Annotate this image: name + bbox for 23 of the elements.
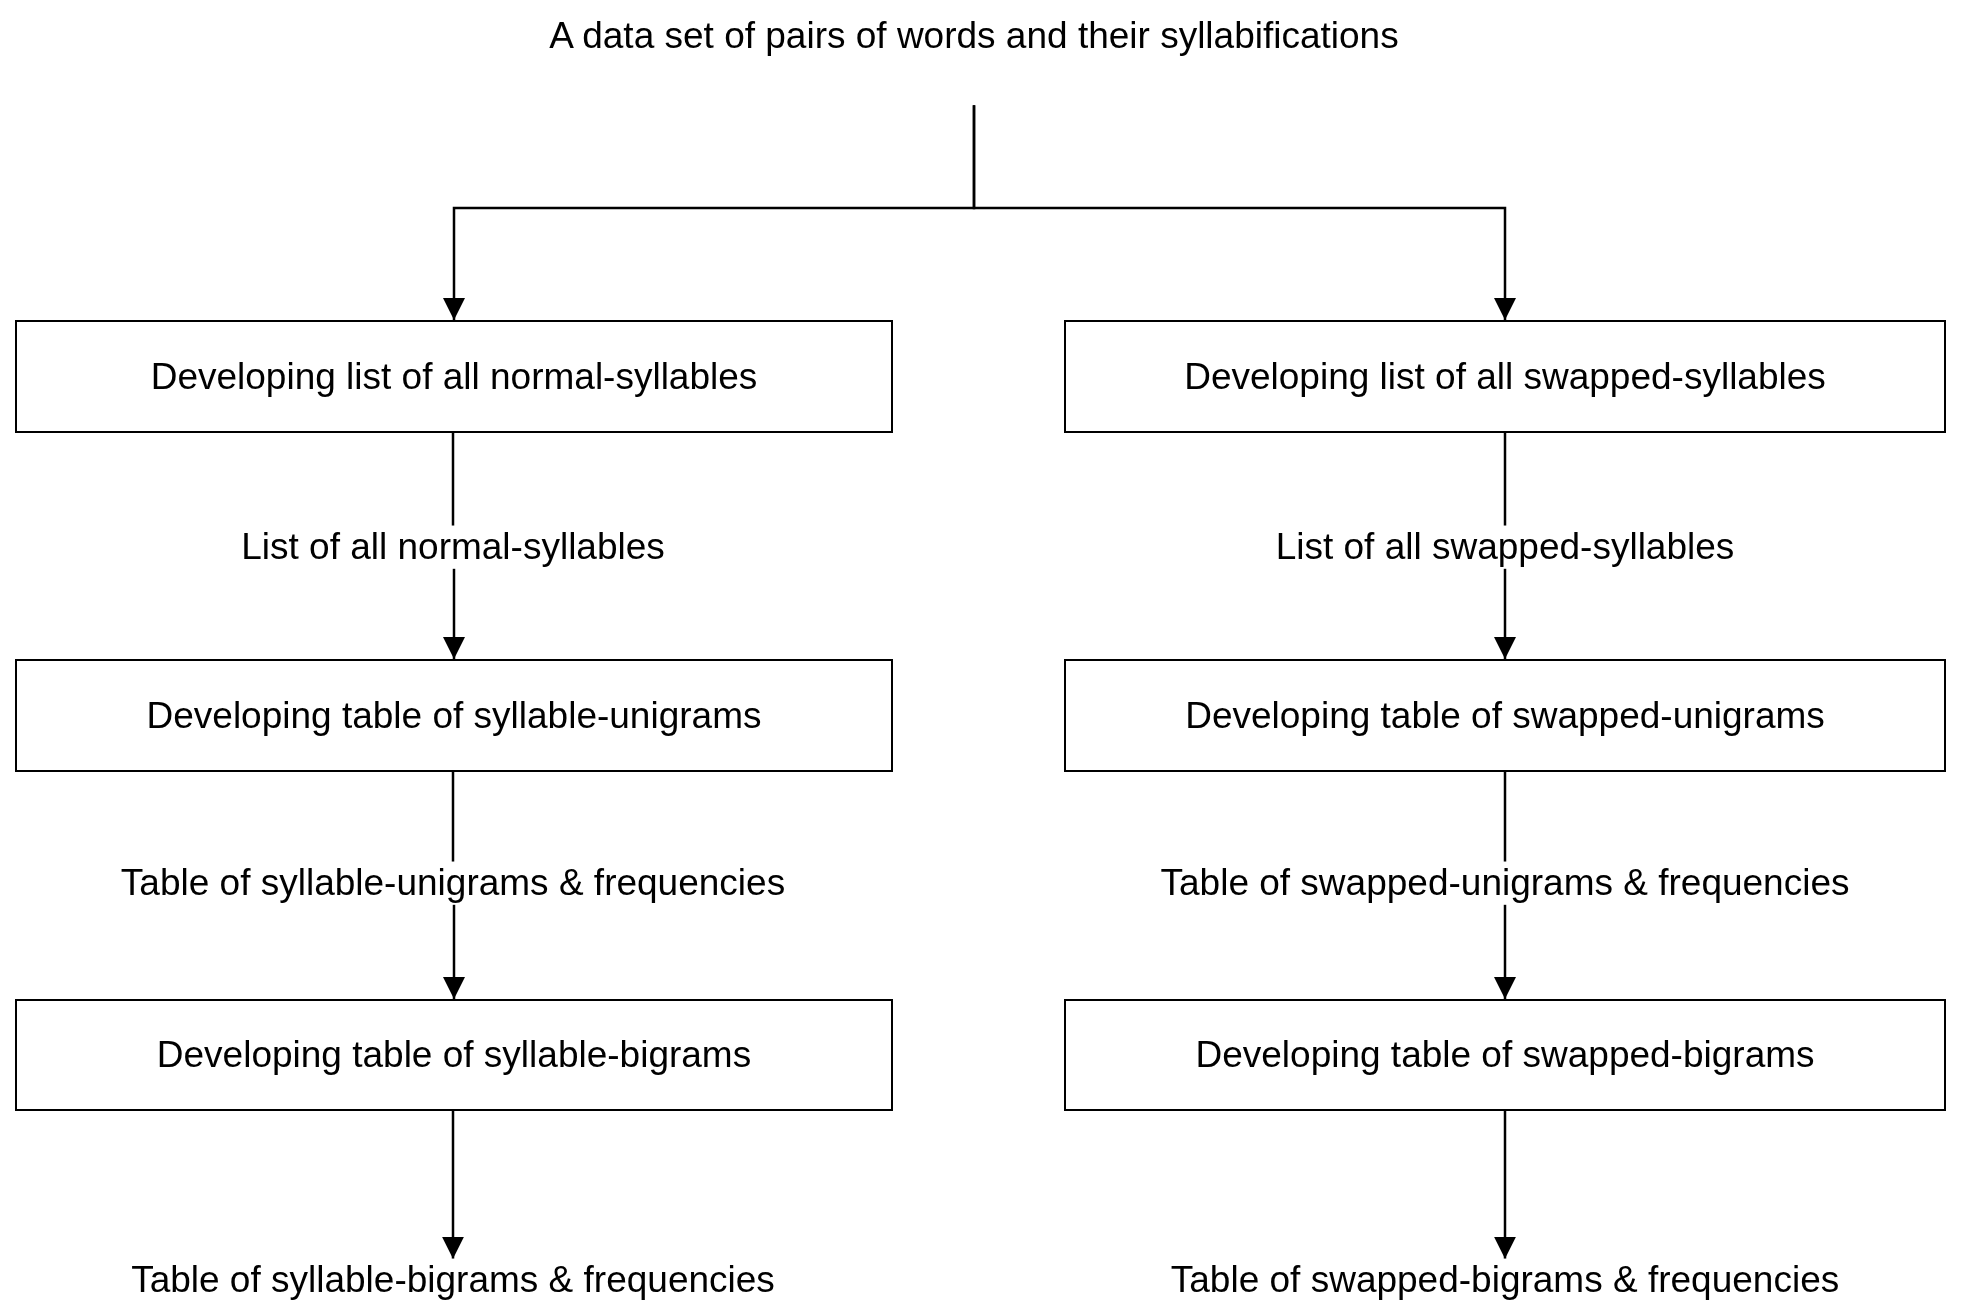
arrow [1494,1111,1516,1259]
process-box [15,659,893,772]
arrow [972,105,1516,320]
arrow [443,904,465,999]
box-label: Developing table of swapped-bigrams [1195,1034,1815,1076]
box-label: Developing table of syllable-bigrams [156,1034,752,1076]
box-label: Developing table of syllable-unigrams [146,694,762,737]
process-box [15,999,893,1111]
connector-line [1503,772,1507,862]
process-box [15,320,893,433]
arrow [442,1111,464,1259]
box-label: Developing list of all normal-syllables [150,355,758,398]
process-box [1064,999,1946,1111]
process-box [1064,320,1946,433]
arrow [1494,568,1516,659]
arrow [443,568,465,659]
box-label: Developing table of swapped-unigrams [1185,694,1825,737]
connector-line [1503,433,1507,526]
connector-line [451,772,455,862]
connector-line [451,433,455,526]
box-label: Developing list of all swapped-syllables [1184,355,1826,398]
process-box [1064,659,1946,772]
arrow [1494,904,1516,999]
